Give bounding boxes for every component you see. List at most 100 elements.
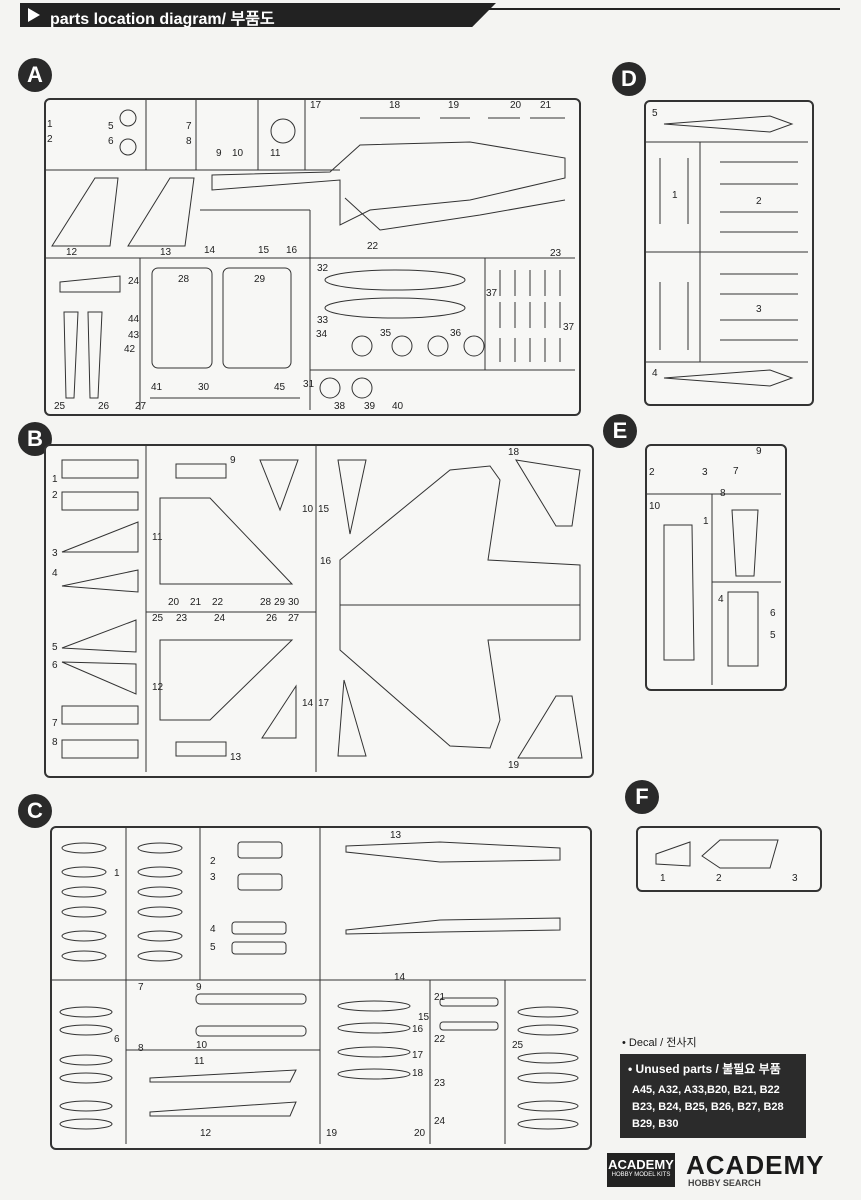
part-number: 25 — [54, 401, 66, 412]
section-c-label: C — [18, 794, 52, 828]
part-number: 31 — [303, 379, 315, 390]
part-number: 6 — [108, 136, 114, 147]
part-number: 23 — [550, 248, 562, 259]
part-number: 3 — [756, 304, 762, 315]
part-number: 7 — [733, 466, 739, 477]
part-number: 2 — [716, 873, 722, 884]
part-number: 21 — [190, 597, 202, 608]
part-number: 6 — [770, 608, 776, 619]
part-number: 1 — [52, 474, 58, 485]
part-number: 2 — [756, 196, 762, 207]
part-number: 38 — [334, 401, 346, 412]
section-f-label: F — [625, 780, 659, 814]
part-number: 18 — [389, 100, 401, 111]
part-number: 9 — [230, 455, 236, 466]
part-number: 8 — [52, 737, 58, 748]
part-number: 17 — [318, 698, 330, 709]
part-number: 4 — [718, 594, 724, 605]
part-number: 32 — [317, 263, 329, 274]
part-number: 5 — [108, 121, 114, 132]
part-number: 29 — [254, 274, 266, 285]
unused-parts-list: A45, A32, A33,B20, B21, B22 B23, B24, B2… — [632, 1084, 784, 1130]
part-number: 22 — [212, 597, 224, 608]
part-number: 28 — [178, 274, 190, 285]
part-number: 41 — [151, 382, 163, 393]
part-number: 7 — [52, 718, 58, 729]
part-number: 3 — [702, 467, 708, 478]
part-number: 5 — [652, 108, 658, 119]
part-number: 14 — [394, 972, 406, 983]
part-number: 21 — [540, 100, 552, 111]
part-number: 43 — [128, 330, 140, 341]
part-number: 10 — [302, 504, 314, 515]
header-rule — [480, 8, 840, 10]
part-number: 13 — [390, 830, 402, 841]
part-number: 1 — [47, 119, 53, 130]
part-number: 5 — [52, 642, 58, 653]
part-number: 13 — [230, 752, 242, 763]
part-number: 20 — [168, 597, 180, 608]
part-number: 6 — [52, 660, 58, 671]
academy-logo: ACADEMY HOBBY MODEL KITS — [607, 1153, 675, 1187]
part-number: 36 — [450, 328, 462, 339]
part-number: 26 — [266, 613, 278, 624]
part-number: 2 — [52, 490, 58, 501]
part-number: 17 — [310, 100, 322, 111]
part-number: 19 — [508, 760, 520, 771]
part-number: 42 — [124, 344, 136, 355]
part-number: 1 — [672, 190, 678, 201]
part-number: 25 — [512, 1040, 524, 1051]
part-number: 44 — [128, 314, 140, 325]
part-number: 18 — [412, 1068, 424, 1079]
part-number: 26 — [98, 401, 110, 412]
part-number: 8 — [186, 136, 192, 147]
part-number: 13 — [160, 247, 172, 258]
part-number: 4 — [210, 924, 216, 935]
part-number: 7 — [138, 982, 144, 993]
part-number: 37 — [486, 288, 498, 299]
part-number: 23 — [434, 1078, 446, 1089]
sprue-a — [44, 98, 581, 416]
sprue-d — [644, 100, 814, 406]
part-number: 1 — [114, 868, 120, 879]
part-number: 30 — [288, 597, 300, 608]
part-number: 20 — [414, 1128, 426, 1139]
part-number: 20 — [510, 100, 522, 111]
part-number: 10 — [232, 148, 244, 159]
part-number: 24 — [434, 1116, 446, 1127]
sprue-c — [50, 826, 592, 1150]
part-number: 7 — [186, 121, 192, 132]
part-number: 14 — [302, 698, 314, 709]
hobby-search-watermark: HOBBY SEARCH — [688, 1178, 761, 1188]
part-number: 17 — [412, 1050, 424, 1061]
part-number: 24 — [214, 613, 226, 624]
part-number: 16 — [412, 1024, 424, 1035]
part-number: 25 — [152, 613, 164, 624]
part-number: 11 — [152, 532, 163, 543]
arrow-icon — [28, 8, 40, 22]
section-a-label: A — [18, 58, 52, 92]
part-number: 2 — [47, 134, 53, 145]
part-number: 39 — [364, 401, 376, 412]
part-number: 9 — [196, 982, 202, 993]
part-number: 15 — [318, 504, 330, 515]
part-number: 2 — [649, 467, 655, 478]
section-e-label: E — [603, 414, 637, 448]
part-number: 4 — [652, 368, 658, 379]
part-number: 10 — [649, 501, 661, 512]
part-number: 11 — [194, 1056, 205, 1067]
header: parts location diagram/ 부품도 — [0, 0, 861, 32]
part-number: 18 — [508, 447, 520, 458]
part-number: 4 — [52, 568, 58, 579]
part-number: 45 — [274, 382, 286, 393]
part-number: 1 — [703, 516, 709, 527]
unused-parts-box: • Unused parts / 불필요 부품 A45, A32, A33,B2… — [620, 1054, 806, 1138]
part-number: 15 — [418, 1012, 430, 1023]
part-number: 16 — [320, 556, 332, 567]
part-number: 22 — [434, 1034, 446, 1045]
part-number: 3 — [210, 872, 216, 883]
part-number: 9 — [756, 446, 762, 457]
page-title: parts location diagram/ 부품도 — [50, 11, 275, 28]
part-number: 19 — [448, 100, 460, 111]
sprue-e — [645, 444, 787, 691]
